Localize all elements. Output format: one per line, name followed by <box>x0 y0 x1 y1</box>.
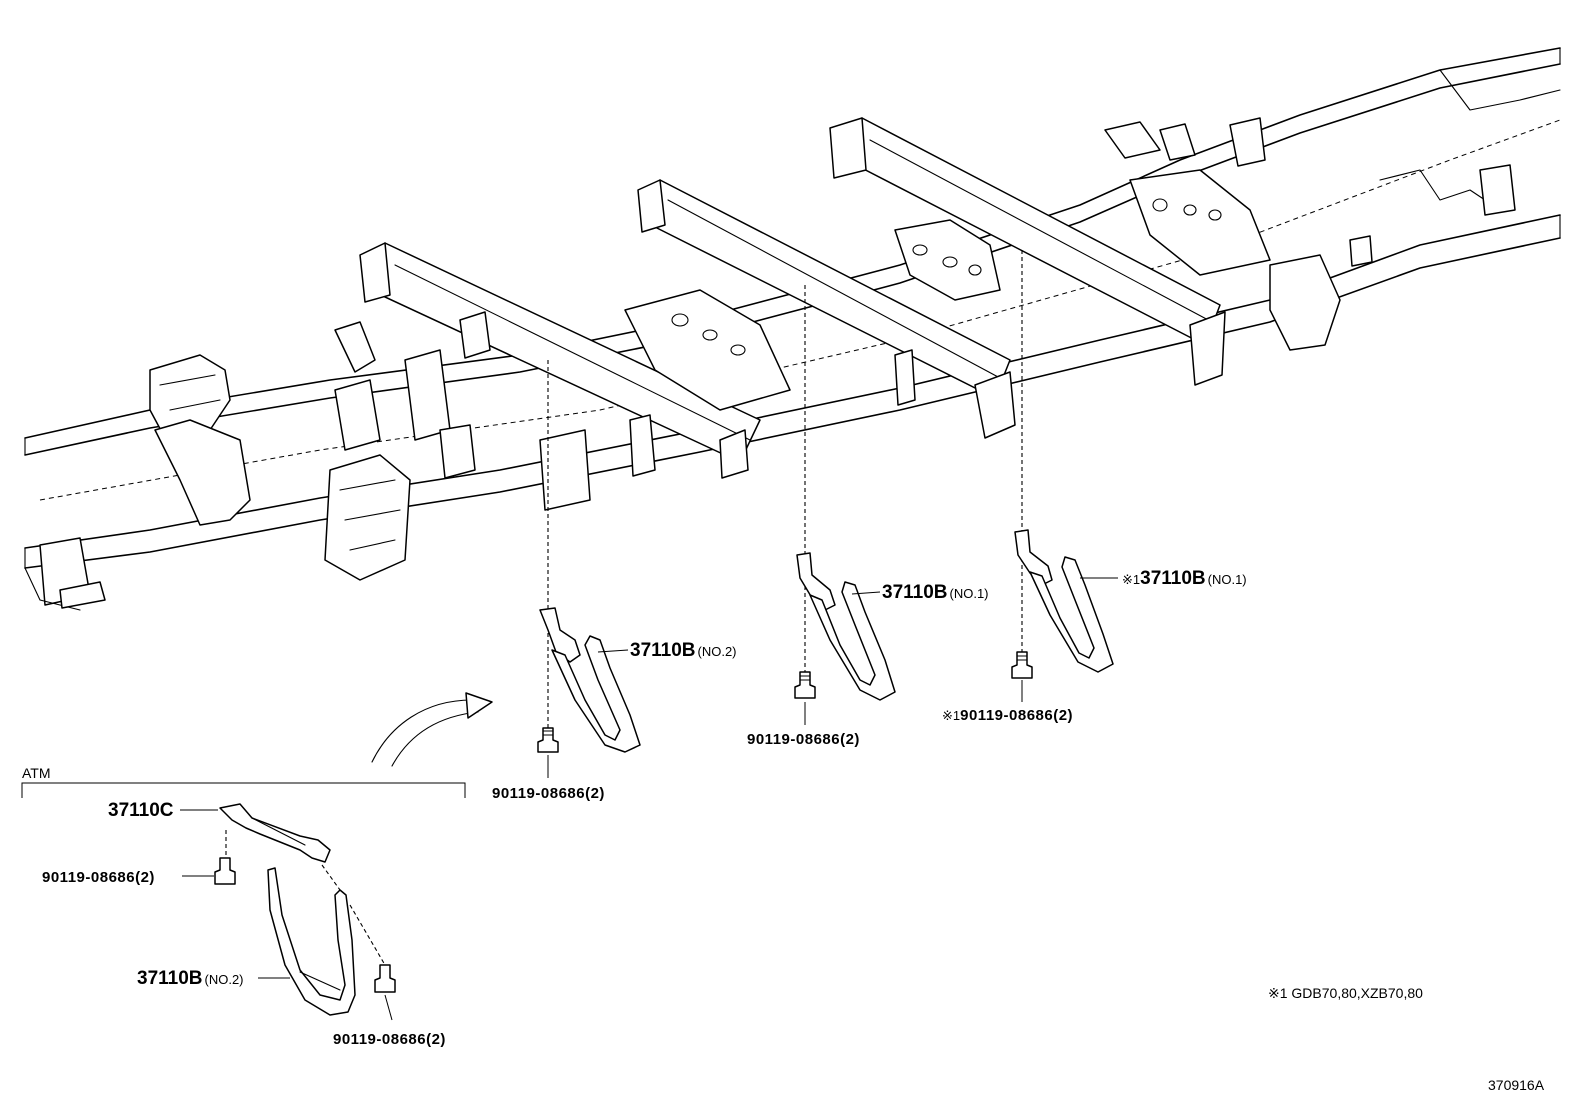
label-atm-band: 37110B(NO.2) <box>137 968 244 989</box>
label-band-no1-right: ※137110B(NO.1) <box>1122 568 1247 589</box>
vehicle-frame <box>24 47 1561 611</box>
fuel-tank-band-no2 <box>539 607 641 753</box>
fuel-tank-band-no1-right <box>1014 529 1114 673</box>
figure-id: 370916A <box>1488 1077 1545 1093</box>
bolt-right <box>1011 651 1033 679</box>
label-bolt-center: 90119-08686(2) <box>492 785 605 802</box>
label-bolt-right: ※190119-08686(2) <box>942 707 1073 724</box>
leader-lines <box>180 577 1118 1021</box>
label-band-no1-mid: 37110B(NO.1) <box>882 582 989 603</box>
atm-guides <box>225 830 386 966</box>
guide-lines <box>547 250 1023 750</box>
label-band-no2-center: 37110B(NO.2) <box>630 640 737 661</box>
label-bolt-mid: 90119-08686(2) <box>747 731 860 748</box>
label-atm-section: ATM <box>22 765 51 781</box>
atm-bolt-upper <box>214 857 236 885</box>
atm-bracket-37110C <box>219 803 331 863</box>
bolt-mid <box>794 671 816 699</box>
atm-section-frame <box>21 782 466 798</box>
label-atm-bolt-lower: 90119-08686(2) <box>333 1031 446 1048</box>
label-atm-bracket: 37110C <box>108 800 174 821</box>
curved-arrow-icon <box>371 692 493 767</box>
footnote: ※1 GDB70,80,XZB70,80 <box>1268 985 1423 1001</box>
fuel-tank-band-no1-mid <box>796 552 896 701</box>
atm-band <box>267 867 356 1016</box>
atm-bolt-lower <box>374 964 396 993</box>
label-atm-bolt-upper: 90119-08686(2) <box>42 869 155 886</box>
bolt-center <box>537 727 559 753</box>
